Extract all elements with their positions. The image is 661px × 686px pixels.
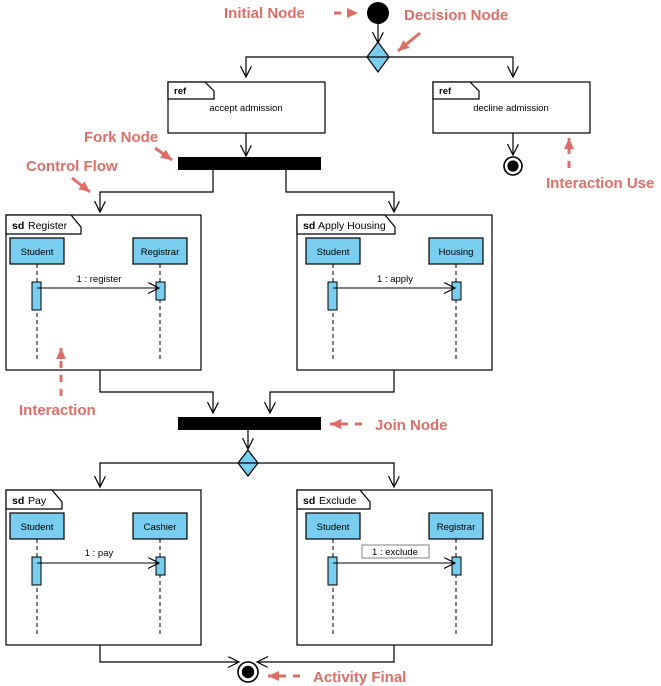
annotation-label: Fork Node: [84, 129, 158, 146]
ref-tag-label: ref: [174, 86, 187, 97]
fork-node[interactable]: [178, 157, 321, 170]
interaction-exclude[interactable]: sd Exclude Student Registrar 1 : exclude: [296, 489, 493, 646]
activation-bar-cashier: [155, 556, 166, 576]
frame-title-label: Exclude: [319, 495, 357, 507]
annotation-label: Interaction Use: [546, 175, 654, 192]
frame-title-label: Pay: [28, 495, 47, 507]
control-flow-apply-housing-to-join: [270, 370, 395, 412]
annotation-label: Control Flow: [26, 158, 118, 175]
frame-kind-label: sd: [303, 495, 315, 507]
annotation-activity-final: Activity Final: [268, 669, 406, 686]
ref-tag-label: ref: [439, 86, 452, 97]
control-flow-fork-to-apply-housing: [285, 170, 394, 211]
control-flow-exclude-to-final: [258, 645, 395, 662]
activation-bar-student: [31, 281, 42, 311]
lifeline-student-label: Student: [21, 522, 54, 533]
lifeline-student-label: Student: [317, 247, 350, 258]
message-apply-label: 1 : apply: [377, 274, 413, 285]
lifeline-registrar-label: Registrar: [141, 247, 180, 258]
frame-title-label: Register: [28, 220, 68, 232]
annotation-leader: [71, 176, 91, 194]
interaction-apply-housing[interactable]: sd Apply Housing Student Housing 1 : app…: [296, 214, 493, 371]
control-flow-to-accept: [246, 56, 378, 76]
activation-bar-student: [327, 556, 338, 586]
interaction-use-accept-admission[interactable]: ref accept admission: [167, 81, 326, 134]
control-flow-to-decline: [378, 56, 513, 76]
activity-final-bottom[interactable]: [237, 661, 259, 683]
lifeline-cashier-label: Cashier: [144, 522, 177, 533]
annotation-interaction-use: Interaction Use: [546, 138, 654, 192]
control-flow-pay-to-final: [99, 645, 238, 662]
annotation-label: Join Node: [375, 417, 448, 434]
lifeline-registrar-head[interactable]: [428, 512, 484, 540]
lifeline-registrar-head[interactable]: [132, 237, 188, 265]
activation-bar-student: [327, 281, 338, 311]
activation-bar-registrar: [451, 556, 462, 576]
interaction-pay[interactable]: sd Pay Student Cashier 1 : pay: [5, 489, 202, 646]
lifeline-housing-label: Housing: [439, 247, 474, 258]
lifeline-student-head[interactable]: [305, 512, 361, 540]
activity-final-right[interactable]: [503, 156, 523, 176]
activation-bar-registrar: [155, 281, 166, 301]
message-pay-label: 1 : pay: [85, 548, 114, 559]
annotation-control-flow: Control Flow: [26, 158, 118, 194]
annotation-interaction: Interaction: [19, 348, 96, 419]
annotation-label: Interaction: [19, 402, 96, 419]
interaction-use-decline-admission[interactable]: ref decline admission: [432, 81, 591, 134]
control-flow-register-to-join: [99, 370, 213, 412]
interaction-use-label: decline admission: [473, 103, 549, 114]
lifeline-student-label: Student: [21, 247, 54, 258]
frame-kind-label: sd: [12, 220, 24, 232]
annotation-label: Initial Node: [224, 5, 305, 22]
control-flow-fork-to-register: [100, 170, 214, 211]
lifeline-student-label: Student: [317, 522, 350, 533]
lifeline-registrar-label: Registrar: [437, 522, 476, 533]
initial-node[interactable]: [367, 2, 389, 24]
annotation-label: Decision Node: [404, 7, 508, 24]
frame-kind-label: sd: [12, 495, 24, 507]
annotation-fork-node: Fork Node: [84, 129, 173, 162]
annotation-leader: [397, 31, 421, 53]
annotation-initial-node: Initial Node: [224, 5, 358, 22]
annotation-join-node: Join Node: [330, 417, 448, 434]
message-exclude-label-box: [361, 544, 430, 559]
message-exclude-label: 1 : exclude: [372, 547, 418, 558]
lifeline-student-head[interactable]: [9, 512, 65, 540]
interaction-register[interactable]: sd Register Student Registrar 1 : regist…: [5, 214, 202, 371]
activation-bar-student: [31, 556, 42, 586]
join-node[interactable]: [178, 417, 321, 430]
annotation-decision-node: Decision Node: [397, 7, 508, 53]
annotation-leader: [154, 146, 173, 162]
frame-kind-label: sd: [303, 220, 315, 232]
activation-bar-housing: [451, 281, 462, 301]
message-register-label: 1 : register: [77, 274, 122, 285]
control-flow-to-pay: [100, 462, 248, 486]
annotation-label: Activity Final: [313, 669, 406, 686]
frame-title-label: Apply Housing: [318, 220, 386, 232]
lifeline-student-head[interactable]: [305, 237, 361, 265]
lifeline-cashier-head[interactable]: [132, 512, 188, 540]
interaction-use-label: accept admission: [209, 103, 282, 114]
control-flow-to-exclude: [248, 462, 394, 486]
